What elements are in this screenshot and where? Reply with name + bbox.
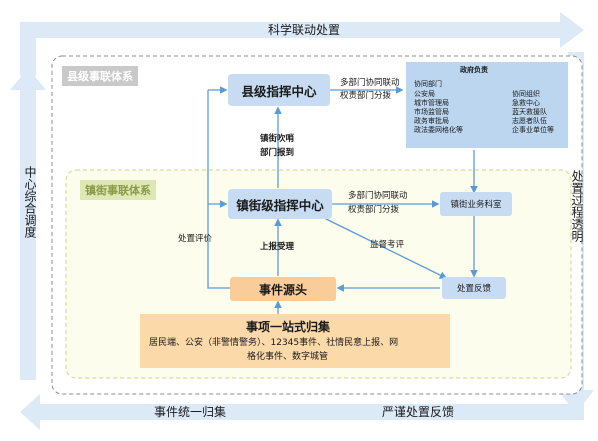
gov-col1-4: 政务审批局 [414, 117, 449, 125]
gov-col2-0: 协同组织 [512, 90, 540, 98]
outer-label-bottom-left: 事件统一归集 [154, 405, 227, 419]
town-business-office: 镇街业务科室 [440, 192, 512, 216]
town-region-tag: 镇街事联体系 [80, 180, 156, 200]
outer-label-right: 处置过程透明 [570, 170, 584, 242]
outer-label-bottom-right: 严谨处置反馈 [382, 405, 455, 419]
gov-col1-2: 城市管理局 [414, 99, 449, 107]
outer-label-left: 中心综合调度 [23, 166, 37, 238]
accept-label: 上报受理 [260, 242, 295, 252]
gov-box-bg [406, 62, 568, 148]
report-up-label-2: 部门报到 [260, 148, 295, 158]
outer-label-top: 科学联动处置 [268, 23, 341, 37]
left-band [10, 68, 46, 380]
disposal-feedback: 处置反馈 [442, 277, 506, 299]
gov-col2-2: 蓝天救援队 [512, 108, 547, 116]
collect-desc-1: 居民端、公安（非警情警务）、12345事件、社情民意上报、网 [149, 338, 399, 348]
gov-col2-4: 企事业单位等 [512, 126, 554, 134]
gov-box-title: 政府负责 [460, 66, 488, 74]
gov-col2-3: 志愿者队伍 [512, 117, 547, 125]
county-region-tag: 县级事联体系 [62, 66, 138, 86]
evaluate-label: 处置评价 [178, 234, 213, 244]
gov-col1-1: 公安局 [414, 90, 435, 98]
town-command-center: 镇街级指挥中心 [228, 189, 332, 219]
top-band [20, 12, 584, 76]
collect-box-bg [140, 314, 450, 368]
county-link-label-2: 权责部门分拨 [340, 91, 392, 101]
gov-col1-5: 政法委网格化等 [414, 126, 463, 134]
arrow-eval-vertical [207, 90, 230, 289]
gov-col2-1: 急救中心 [512, 99, 540, 107]
county-link-label-1: 多部门协同联动 [340, 78, 400, 88]
collect-desc-2: 格化事件、数字城管 [247, 352, 329, 362]
gov-col1-0: 协同部门 [414, 80, 442, 88]
county-command-center: 县级指挥中心 [228, 74, 330, 106]
gov-col1-3: 市场监管局 [414, 108, 449, 116]
arrow-town-to-feedback [319, 215, 448, 279]
supervise-label: 监督考评 [370, 240, 405, 250]
event-source: 事件源头 [230, 277, 336, 301]
report-up-label-1: 镇街吹哨 [260, 134, 295, 144]
collect-title: 事项一站式归集 [246, 320, 331, 334]
town-link-label-1: 多部门协同联动 [348, 191, 408, 201]
town-link-label-2: 权责部门分拨 [348, 205, 400, 215]
bottom-band [20, 394, 584, 430]
